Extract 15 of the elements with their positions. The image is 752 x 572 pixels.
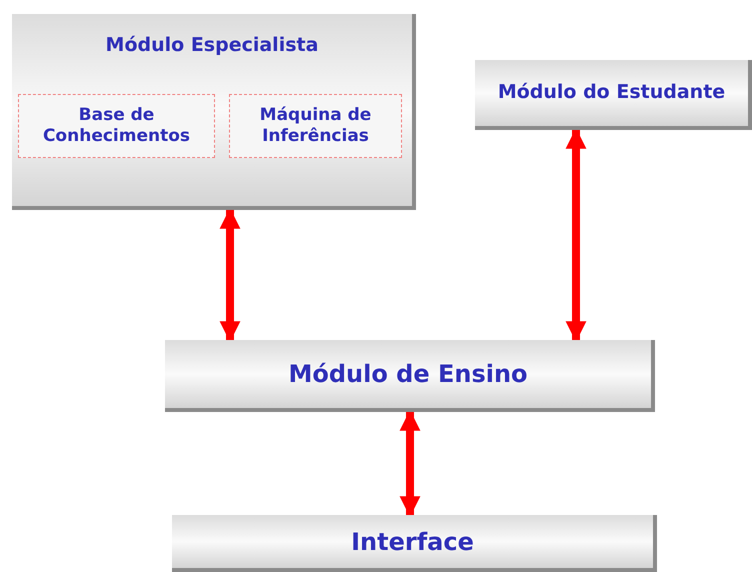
component-label: Máquina de Inferências	[258, 104, 372, 148]
module-box	[475, 60, 752, 130]
module-label: Módulo Especialista	[106, 34, 318, 58]
module-box	[165, 340, 655, 412]
module-label: Módulo do Estudante	[498, 81, 726, 105]
module-box	[12, 14, 416, 210]
module-label: Módulo de Ensino	[288, 359, 528, 389]
component-box	[18, 94, 215, 158]
component-box	[229, 94, 402, 158]
double-arrow	[400, 410, 420, 518]
double-arrow	[566, 128, 586, 342]
module-label: Interface	[351, 526, 474, 556]
double-arrow	[220, 208, 240, 342]
module-box	[172, 515, 657, 572]
component-label: Base de Conhecimentos	[42, 104, 192, 148]
